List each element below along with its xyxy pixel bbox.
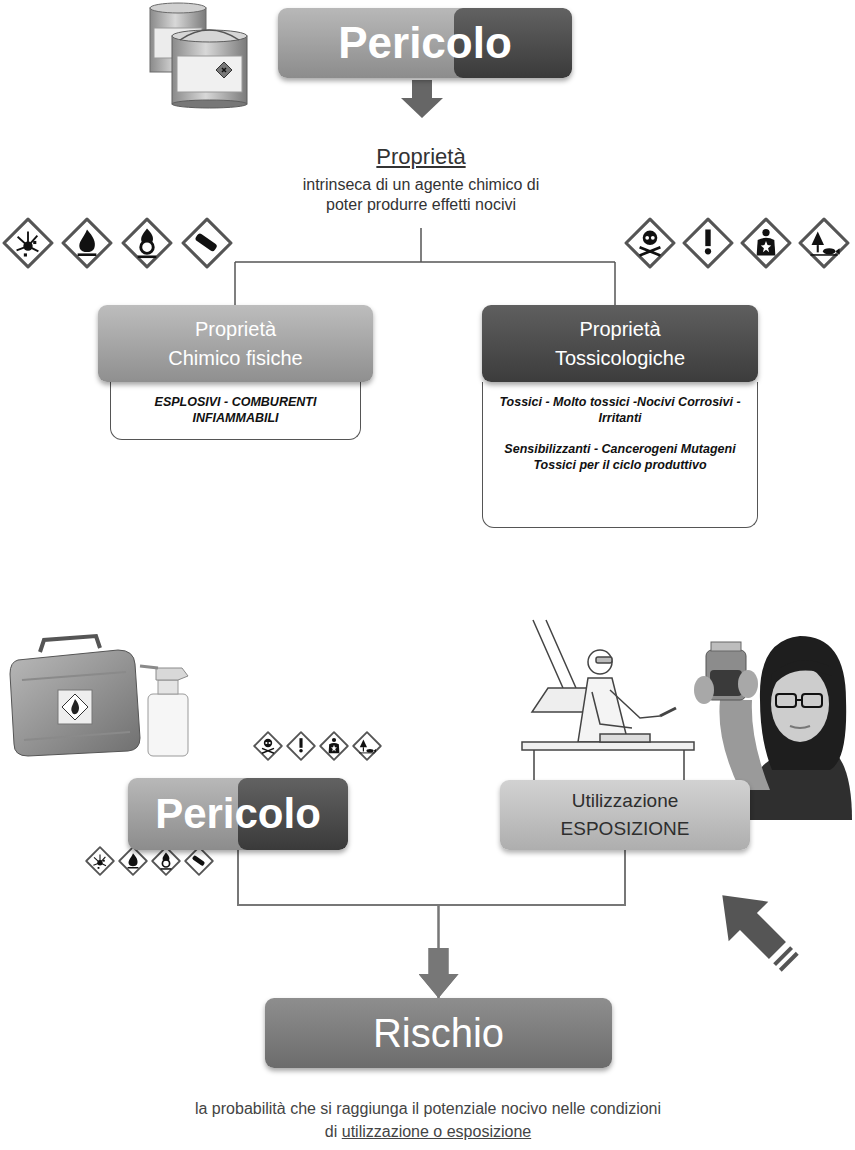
health-pictogram [742,219,790,267]
hazard-box: Pericolo [278,8,572,78]
hazard-class-list: ESPLOSIVI - COMBURENTI INFIAMMABILI [119,394,352,427]
property-body: Tossici - Molto tossici -Nocivi Corrosiv… [482,382,758,528]
definition-text: intrinseca di un agente chimico di poter… [300,175,542,214]
explode-pictogram [86,847,114,875]
health-pictogram [320,732,348,760]
excl-pictogram [287,732,315,760]
property-heading: Proprietà Chimico fisiche [158,315,313,373]
property-header: Proprietà Tossicologiche [482,305,758,382]
gas-pictogram [185,847,213,875]
explode-pictogram [4,219,52,267]
hazard-class-list: Sensibilizzanti - Cancerogeni Mutageni [504,441,735,457]
section-heading: Proprietà [271,144,571,170]
block-arrow [401,80,443,118]
flame-pictogram [63,219,111,267]
hazard-class-list: Tossici - Molto tossici -Nocivi Corrosiv… [491,394,749,427]
hazard-pictograms [4,219,848,875]
hazard-box: Pericolo [128,778,348,850]
property-box: Proprietà Chimico fisicheESPLOSIVI - COM… [98,305,373,440]
pointer-arrow [703,876,810,983]
connector-line [238,850,439,998]
jerry-can [10,636,140,756]
tree-lines [235,228,615,305]
property-body: ESPLOSIVI - COMBURENTI INFIAMMABILI [110,382,361,440]
box-title: Pericolo [155,791,321,837]
oxid-pictogram [123,219,171,267]
spray-bottle [140,666,188,756]
gas-pictogram [183,219,231,267]
property-box: Proprietà TossicologicheTossici - Molto … [482,305,758,528]
risk-box: Rischio [265,998,612,1068]
box-title: Rischio [373,1011,504,1055]
exposure-box: UtilizzazioneESPOSIZIONE [500,780,750,850]
connector-line [439,850,626,998]
env-pictogram [353,732,381,760]
oxid-pictogram [152,847,180,875]
definition-block: Proprietà intrinseca di un agente chimico… [271,144,571,214]
env-pictogram [800,219,848,267]
hazard-class-list: Tossici per il ciclo produttivo [533,457,706,473]
worker-drawing [522,620,694,790]
flame-pictogram [119,847,147,875]
skull-pictogram [626,219,674,267]
box-title: Pericolo [338,19,512,67]
box-title: ESPOSIZIONE [561,815,690,844]
box-title: Utilizzazione [572,787,679,816]
excl-pictogram [684,219,732,267]
caption-block: la probabilità che si raggiunga il poten… [148,1097,708,1143]
skull-pictogram [254,732,282,760]
property-header: Proprietà Chimico fisiche [98,305,373,382]
paint-cans [150,3,247,108]
property-heading: Proprietà Tossicologiche [543,315,698,373]
caption-text: utilizzazione o esposizione [342,1123,531,1140]
